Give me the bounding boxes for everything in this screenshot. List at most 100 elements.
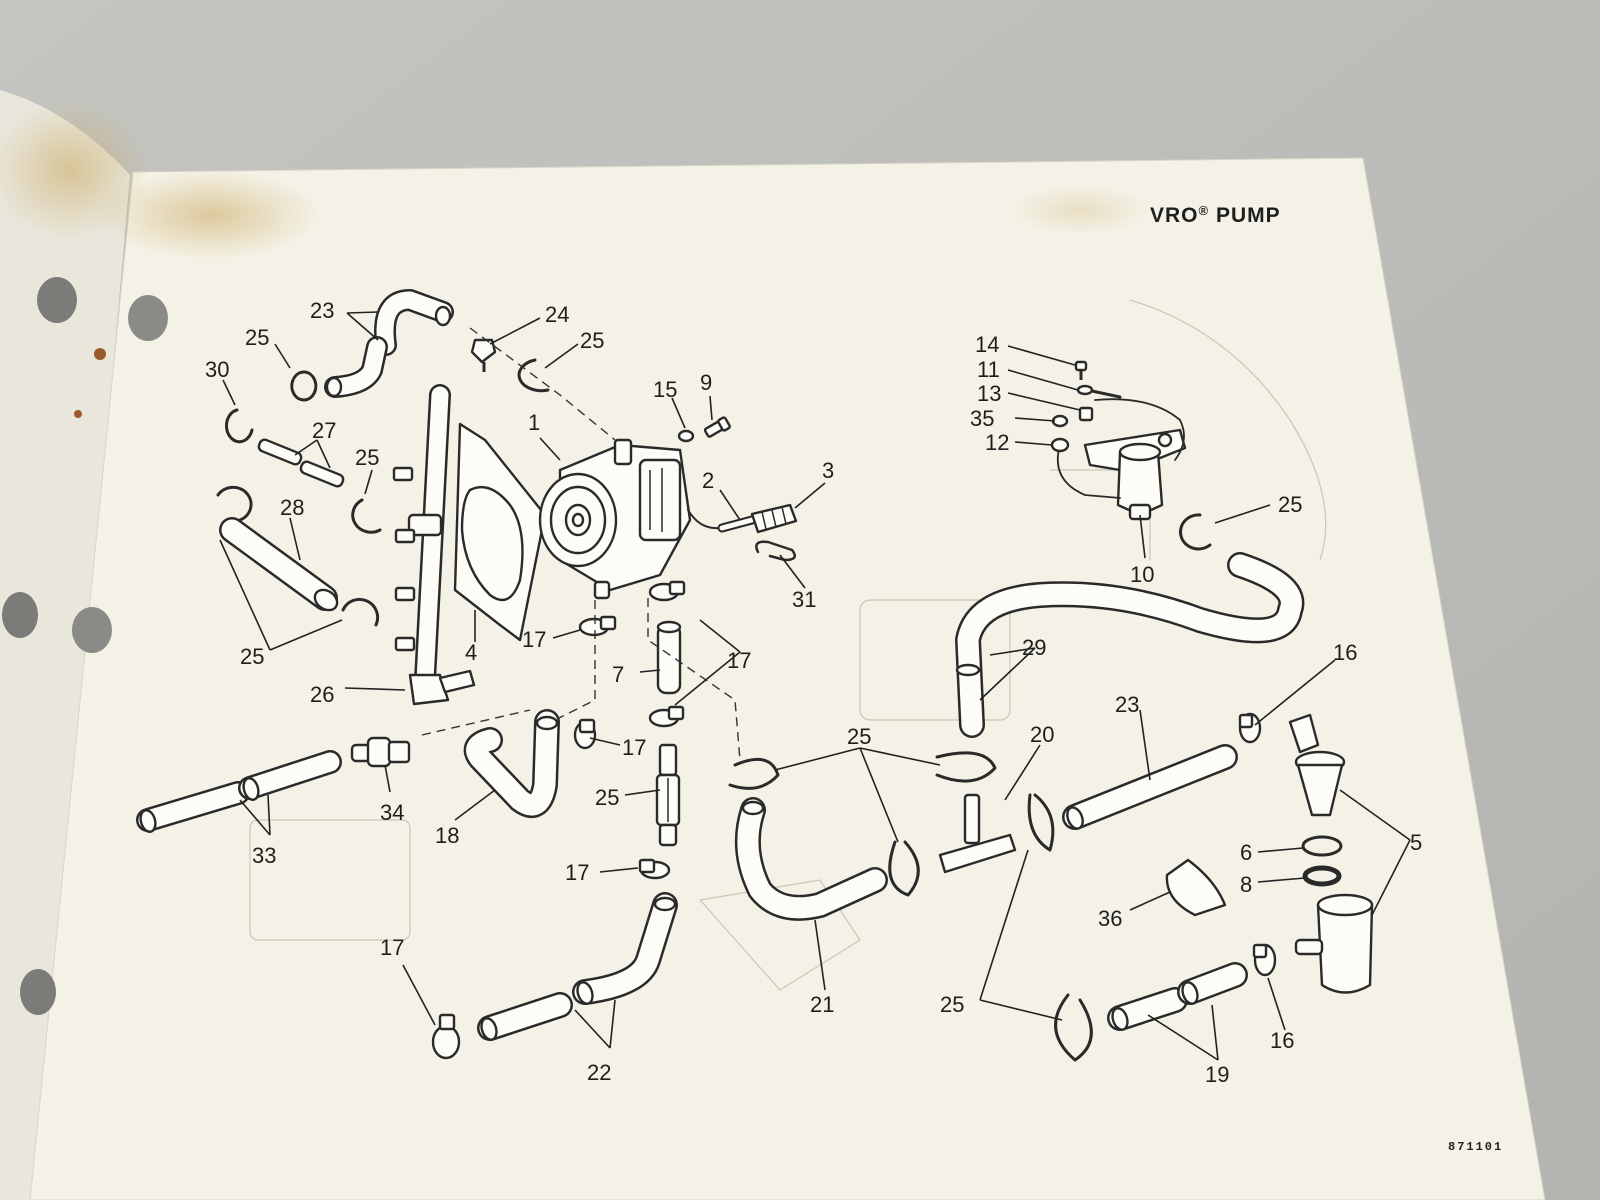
- part-25-clip: [341, 597, 380, 627]
- callout-25: 25: [580, 328, 604, 353]
- callout-24: 24: [545, 302, 569, 327]
- callout-25: 25: [1278, 492, 1302, 517]
- manual-page: [29, 157, 1546, 1200]
- callout-28: 27: [312, 418, 336, 443]
- part-32-clip: [755, 540, 797, 562]
- callout-25: 25: [240, 644, 264, 669]
- part-8-tube: [656, 620, 682, 695]
- stain: [100, 170, 320, 260]
- callout-1: 1: [528, 410, 540, 435]
- part-34-hoses: [136, 750, 342, 833]
- underlying-page: [0, 90, 130, 1200]
- part-21-hose: [734, 797, 888, 921]
- callout-7: 8: [1240, 872, 1252, 897]
- callout-34: 33: [252, 843, 276, 868]
- part-14-screw: [1074, 360, 1088, 380]
- callout-19: 19: [1205, 1062, 1229, 1087]
- callout-16: 16: [1270, 1028, 1294, 1053]
- part-7-o-ring: [1302, 865, 1342, 887]
- part-15-washer: [677, 429, 695, 443]
- callout-17: 17: [565, 860, 589, 885]
- callout-26: 25: [595, 785, 619, 810]
- callout-29: 28: [280, 495, 304, 520]
- callout-37: 36: [1098, 906, 1122, 931]
- callout-31: 29: [1022, 635, 1046, 660]
- callout-17: 17: [727, 648, 751, 673]
- callout-23: 23: [1115, 692, 1139, 717]
- callout-20: 20: [1030, 722, 1054, 747]
- figure-code: 871101: [1448, 1140, 1503, 1154]
- part-25-clip: [1027, 793, 1055, 852]
- rust-spot: [74, 410, 82, 418]
- part-2-needle: [717, 515, 757, 533]
- part-25-clip: [517, 358, 550, 393]
- part-16-clamp: [1252, 943, 1277, 977]
- part-6-gasket: [1301, 835, 1343, 857]
- callout-8: 7: [612, 662, 624, 687]
- part-18-hose: [463, 709, 560, 818]
- part-25-clip: [1179, 513, 1212, 551]
- callout-21: 21: [810, 992, 834, 1017]
- callout-27: 26: [310, 682, 334, 707]
- callout-25: 25: [940, 992, 964, 1017]
- callout-17: 17: [380, 935, 404, 960]
- part-10-pump-assembly: [1056, 398, 1187, 521]
- part-24-fitting: [470, 338, 497, 372]
- part-20-tee: [938, 793, 1017, 874]
- part-25-clip: [216, 485, 253, 522]
- callout-9: 9: [700, 370, 712, 395]
- callout-25: 25: [245, 325, 269, 350]
- part-3-fitting: [750, 503, 798, 534]
- part-5-filter-bowl: [1294, 893, 1374, 994]
- binder-holes: [2, 277, 168, 1015]
- part-17-clamp: [648, 705, 685, 728]
- part-25-clip: [1054, 993, 1093, 1062]
- part-17-clamp: [573, 718, 597, 750]
- part-27-tube: [392, 384, 476, 706]
- callout-3: 3: [822, 458, 834, 483]
- callout-32: 31: [792, 587, 816, 612]
- part-33-clip: [224, 408, 254, 444]
- part-25-clip: [935, 751, 997, 783]
- part-31-hose: [955, 552, 1305, 738]
- callout-22: 22: [587, 1060, 611, 1085]
- part-17-clamp: [578, 615, 617, 637]
- part-17-clamp: [431, 1013, 461, 1060]
- callout-5: 5: [1410, 830, 1422, 855]
- part-25-clip: [888, 840, 920, 897]
- part-4-gasket: [453, 422, 547, 642]
- callout-13: 13: [977, 381, 1001, 406]
- callout-14: 14: [975, 332, 999, 357]
- part-17-clamp: [638, 858, 671, 880]
- callout-35: 34: [380, 800, 404, 825]
- page-title: VRO® PUMP: [1150, 203, 1281, 228]
- callout-30: 23: [310, 298, 334, 323]
- part-1-pump: [538, 438, 721, 600]
- part-23-hose: [1062, 744, 1238, 830]
- callout-18: 18: [435, 823, 459, 848]
- part-13-spacer: [1078, 406, 1094, 422]
- callout-15: 15: [653, 377, 677, 402]
- assembly-line: [554, 600, 596, 721]
- callout-17: 17: [522, 627, 546, 652]
- callout-2: 2: [702, 468, 714, 493]
- part-12-terminal: [1050, 437, 1070, 453]
- part-29-hose: [219, 517, 339, 612]
- callout-33: 30: [205, 357, 229, 382]
- part-25-clip: [728, 757, 780, 790]
- part-35-valve: [350, 736, 411, 768]
- part-5-filter-cap: [1288, 713, 1346, 817]
- callout-36: 35: [970, 406, 994, 431]
- callout-17: 17: [622, 735, 646, 760]
- callout-numbers: 23 24 25 25 30 27 25 28 1 15 9 2 3 31 25…: [205, 298, 1422, 1087]
- callout-16: 16: [1333, 640, 1357, 665]
- rust-spot: [94, 348, 106, 360]
- assembly-line: [647, 598, 741, 761]
- callout-11: 11: [977, 357, 1000, 382]
- part-30-hose-lower: [324, 336, 388, 398]
- part-19-hoses: [1107, 962, 1248, 1031]
- callout-6: 6: [1240, 840, 1252, 865]
- part-36-nut: [1051, 414, 1069, 428]
- callout-25: 25: [355, 445, 379, 470]
